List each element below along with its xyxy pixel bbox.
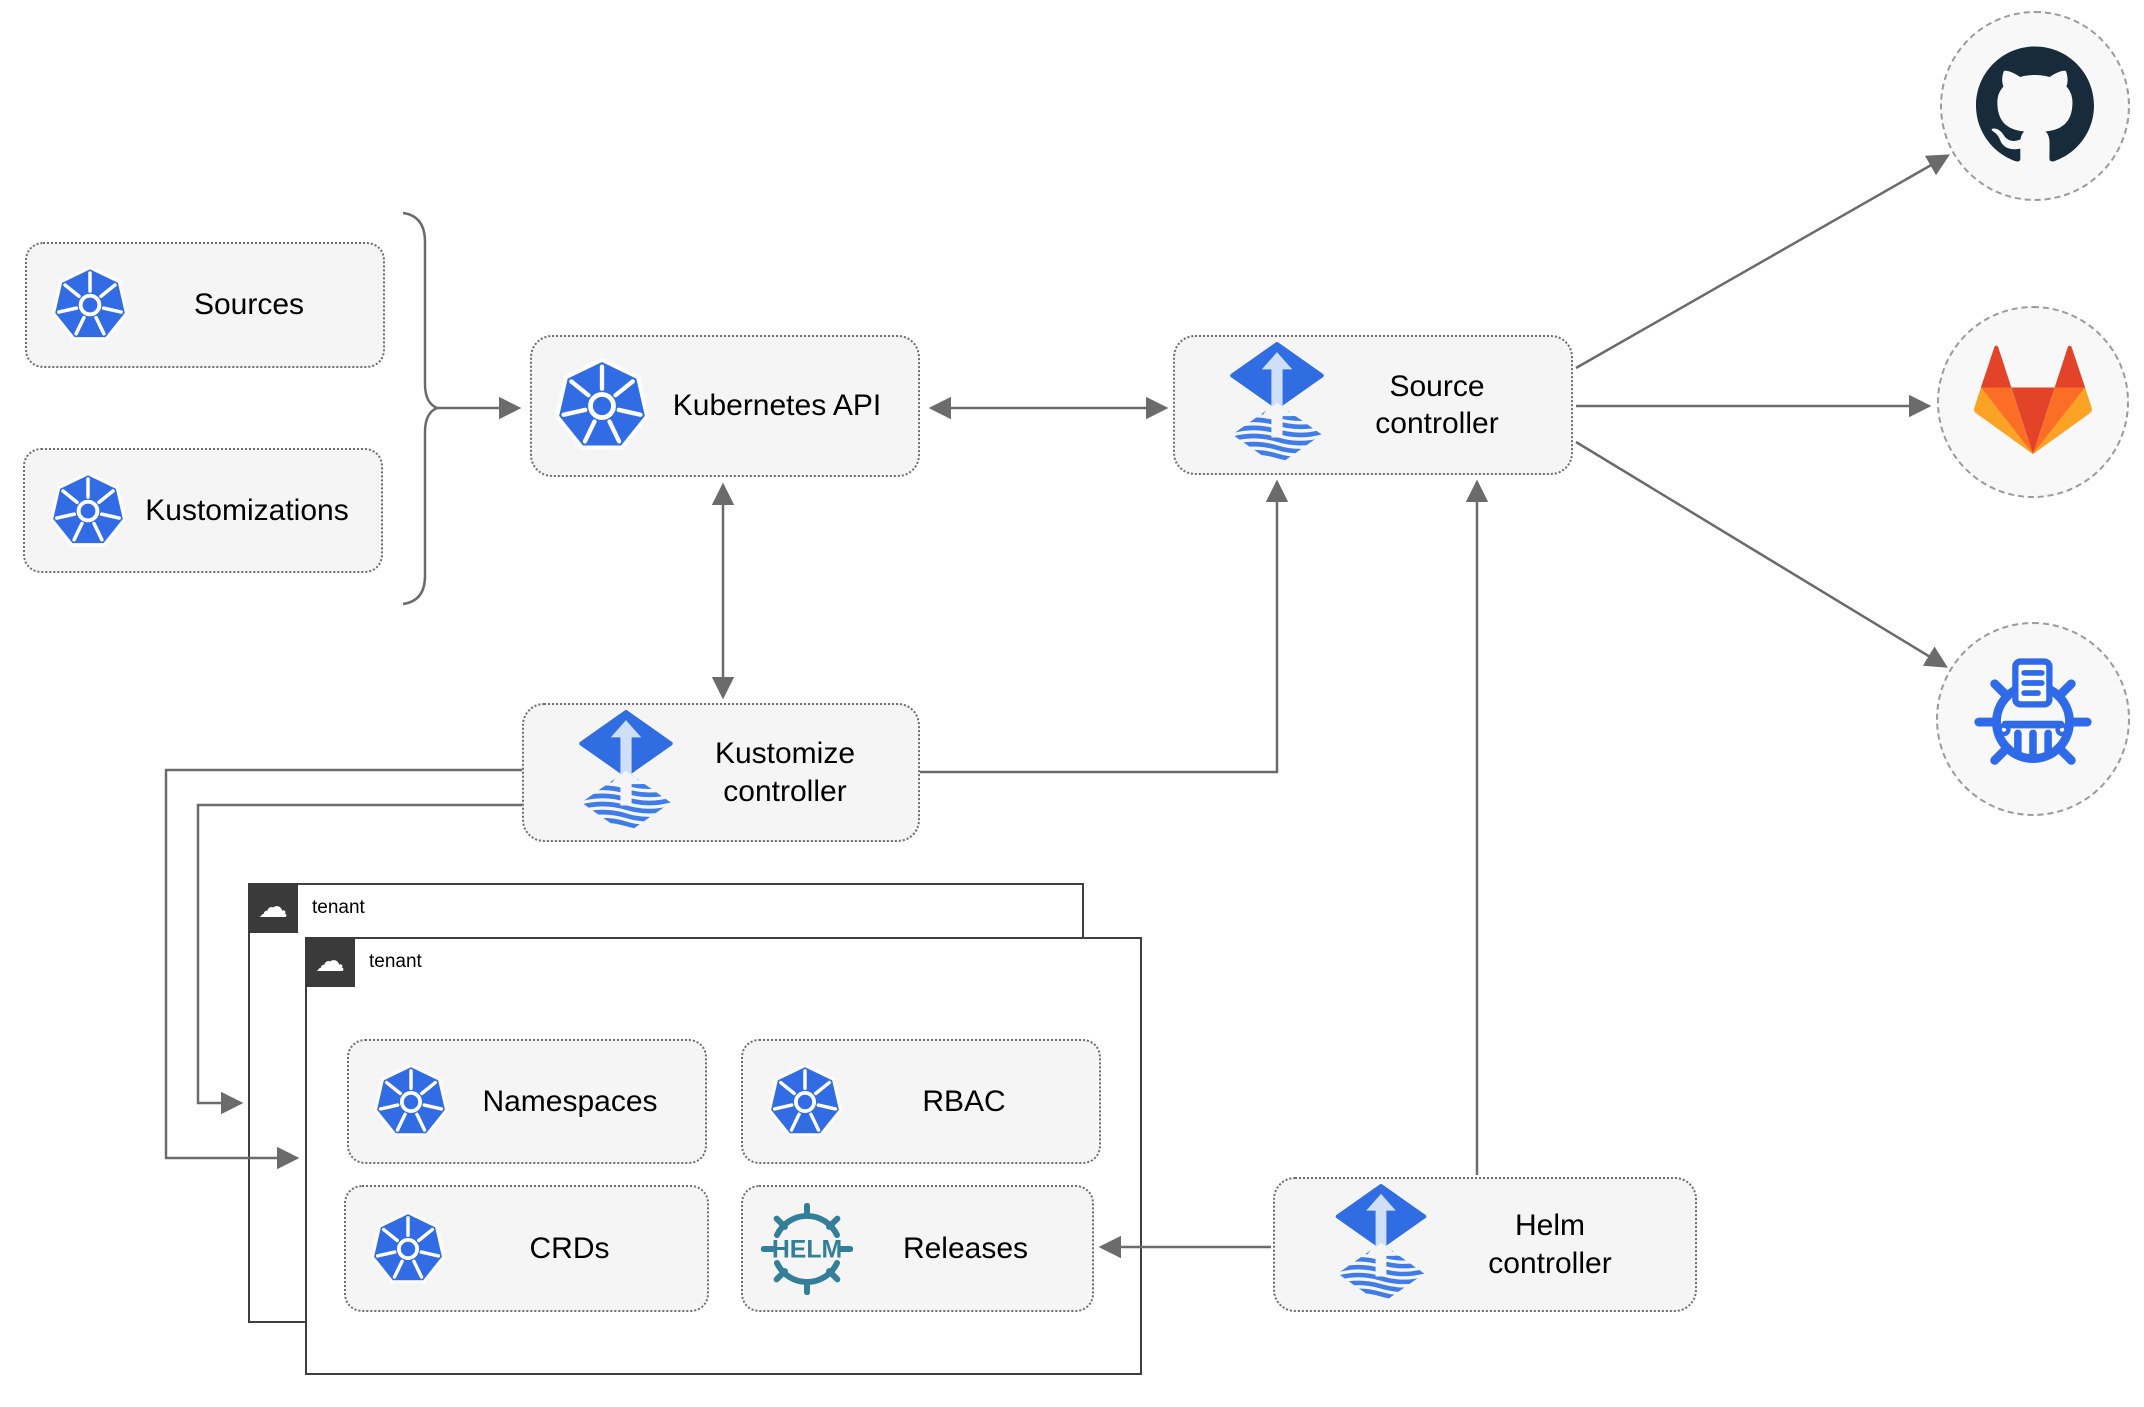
chartmuseum-icon xyxy=(1970,654,2096,785)
endpoint-github xyxy=(1940,11,2130,201)
tenant-header: ☁ xyxy=(305,937,355,987)
node-label: Namespaces xyxy=(482,1084,658,1118)
node-releases: HELM Releases xyxy=(741,1185,1094,1312)
flux-icon xyxy=(574,710,678,836)
node-label: Sources xyxy=(193,288,305,322)
node-kustomizations: Kustomizations xyxy=(23,448,383,573)
node-label: Kustomize controller xyxy=(714,737,856,808)
helm-logo-text: HELM xyxy=(772,1236,842,1263)
node-label: Helm controller xyxy=(1488,1209,1612,1280)
node-label: Source controller xyxy=(1375,369,1499,441)
tenant-label: tenant xyxy=(369,951,422,972)
kubernetes-icon xyxy=(373,1064,449,1140)
kubernetes-icon xyxy=(767,1064,843,1140)
node-helm-controller: Helm controller xyxy=(1273,1177,1697,1312)
edge-source-chartmuseum xyxy=(1575,440,1948,668)
node-label: Kustomizations xyxy=(145,493,349,527)
brace xyxy=(402,211,441,606)
edge-kustomize-source xyxy=(920,479,1289,774)
node-kustomize-controller: Kustomize controller xyxy=(522,703,920,842)
kubernetes-icon xyxy=(49,472,127,550)
tenant-header: ☁ xyxy=(248,883,298,933)
node-sources: Sources xyxy=(25,242,385,368)
node-label: RBAC xyxy=(922,1084,1006,1118)
node-label: Kubernetes API xyxy=(672,389,882,423)
kubernetes-icon xyxy=(554,358,650,454)
node-label: Releases xyxy=(902,1231,1029,1265)
node-rbac: RBAC xyxy=(741,1039,1101,1164)
helm-icon: HELM xyxy=(761,1202,853,1295)
flux-icon xyxy=(1225,342,1329,468)
endpoint-chartmuseum xyxy=(1936,622,2130,816)
cloud-icon: ☁ xyxy=(258,890,288,925)
github-icon xyxy=(1976,45,2094,168)
gitlab-icon xyxy=(1970,341,2096,464)
flux-icon xyxy=(1331,1184,1431,1306)
node-label: CRDs xyxy=(529,1231,610,1265)
endpoint-gitlab xyxy=(1937,306,2129,498)
node-crds: CRDs xyxy=(344,1185,709,1312)
node-kubernetes-api: Kubernetes API xyxy=(530,335,920,477)
node-source-controller: Source controller xyxy=(1173,335,1573,475)
cloud-icon: ☁ xyxy=(315,944,345,979)
node-namespaces: Namespaces xyxy=(347,1039,707,1164)
kubernetes-icon xyxy=(51,266,129,344)
kubernetes-icon xyxy=(370,1211,446,1287)
tenant-container-inner: ☁ tenant Namespaces RBAC CRDs xyxy=(305,937,1142,1375)
tenant-label: tenant xyxy=(312,897,365,918)
edge-source-github xyxy=(1575,154,1950,370)
